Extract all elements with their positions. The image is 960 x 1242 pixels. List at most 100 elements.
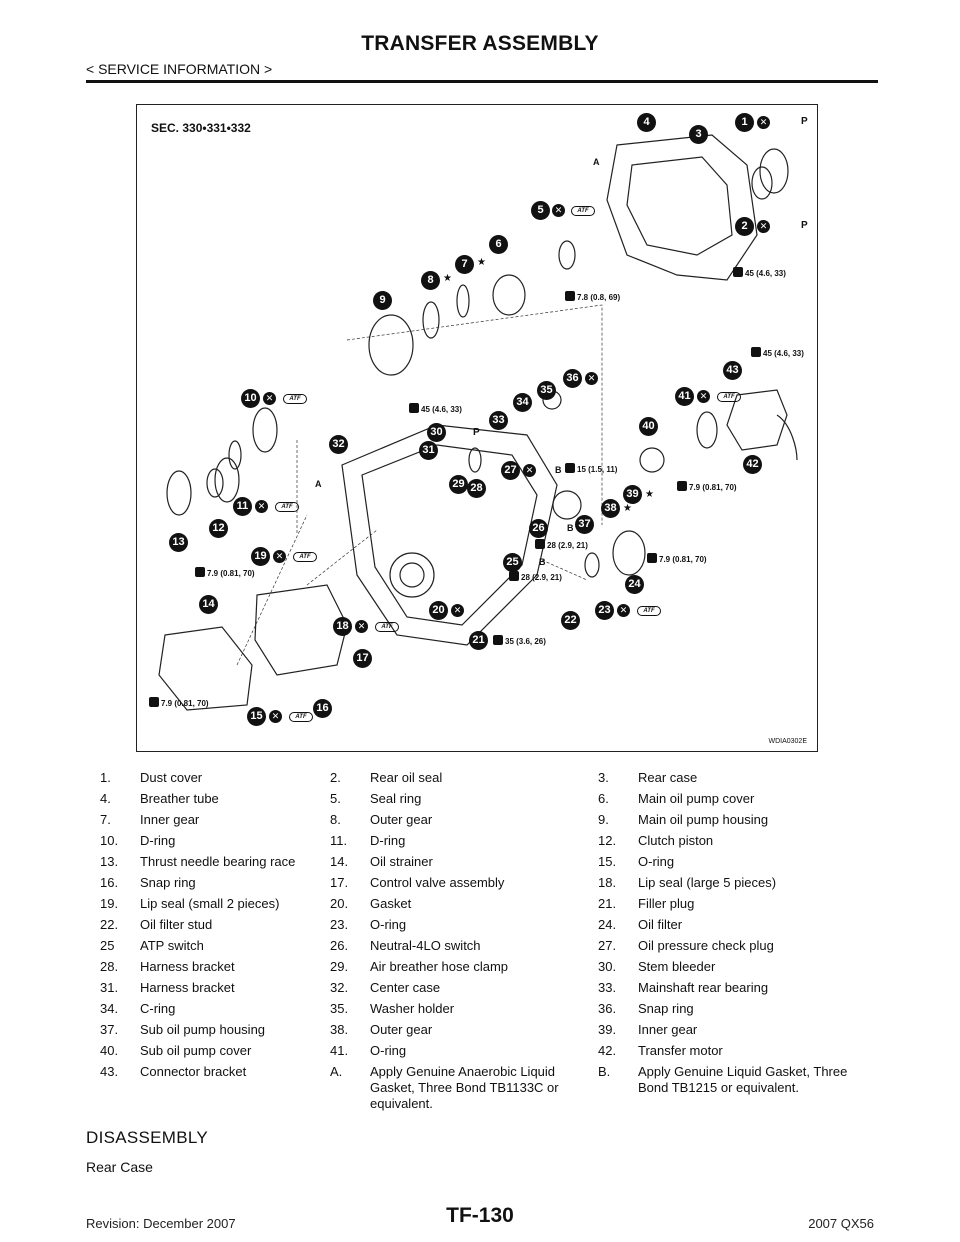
legend-item-number: 9. <box>598 812 609 827</box>
legend-item-number: 41. <box>330 1043 349 1058</box>
legend-item-number: 21. <box>598 896 617 911</box>
callout-21: 21 <box>469 631 488 650</box>
legend-item-number: 28. <box>100 959 119 974</box>
section-heading: DISASSEMBLY <box>86 1128 209 1147</box>
torque-wrench-icon <box>647 553 657 563</box>
legend-item: 6. Main oil pump cover <box>598 791 868 812</box>
callout-19: 19 <box>251 547 270 566</box>
legend-item-label: Snap ring <box>140 875 196 890</box>
legend-item-label: Gasket <box>370 896 412 911</box>
legend-item-label: D-ring <box>140 833 176 848</box>
legend-item-number: 37. <box>100 1022 119 1037</box>
callout-11: 11 <box>233 497 252 516</box>
torque-label: 7.8 (0.8, 69) <box>565 291 620 302</box>
atf-icon: ATF <box>375 622 399 632</box>
callout-40: 40 <box>639 417 658 436</box>
legend-item-number: 19. <box>100 896 119 911</box>
torque-wrench-icon <box>149 697 159 707</box>
legend-item: 20.Gasket <box>330 896 598 917</box>
callout-26: 26 <box>529 519 548 538</box>
legend-item-label: Sub oil pump cover <box>140 1043 252 1058</box>
exploded-view-figure: SEC. 330•331•332 1 2 3 4 5 6 7 8 9 10 11… <box>136 104 818 752</box>
legend-item-number: 31. <box>100 980 119 995</box>
callout-2: 2 <box>735 217 754 236</box>
legend-item-number: 6. <box>598 791 609 806</box>
callout-9: 9 <box>373 291 392 310</box>
legend-item-label: ATP switch <box>140 938 204 953</box>
legend-item-label: Air breather hose clamp <box>370 959 509 974</box>
legend-item: 39.Inner gear <box>598 1022 868 1043</box>
legend-item-number: 43. <box>100 1064 119 1079</box>
do-not-reuse-icon: ✕ <box>523 464 536 477</box>
torque-wrench-icon <box>677 481 687 491</box>
legend-item: 13.Thrust needle bearing race <box>86 854 330 875</box>
legend-item-label: Washer holder <box>370 1001 455 1016</box>
atf-icon: ATF <box>283 394 307 404</box>
legend-item-label: O-ring <box>370 917 407 932</box>
legend-item: 2.Rear oil seal <box>330 770 598 791</box>
do-not-reuse-icon: ✕ <box>757 220 770 233</box>
legend-item: 30.Stem bleeder <box>598 959 868 980</box>
legend-item: A.Apply Genuine Anaerobic Liquid Gasket,… <box>330 1064 598 1112</box>
legend-item-number: 40. <box>100 1043 119 1058</box>
legend-item: 43.Connector bracket <box>86 1064 330 1112</box>
page-title: TRANSFER ASSEMBLY <box>361 32 599 55</box>
callout-41: 41 <box>675 387 694 406</box>
legend-item-number: 3. <box>598 770 609 785</box>
torque-wrench-icon <box>751 347 761 357</box>
legend-item-label: Snap ring <box>638 1001 694 1016</box>
star-mark: ★ <box>477 257 486 268</box>
callout-18: 18 <box>333 617 352 636</box>
legend-item: 31.Harness bracket <box>86 980 330 1001</box>
legend-item-label: Lip seal (small 2 pieces) <box>140 896 280 911</box>
legend-item-number: 16. <box>100 875 119 890</box>
legend-item-number: 42. <box>598 1043 617 1058</box>
torque-label: 45 (4.6, 33) <box>409 403 462 414</box>
legend-item-number: 27. <box>598 938 617 953</box>
legend-item: 8.Outer gear <box>330 812 598 833</box>
torque-wrench-icon <box>565 463 575 473</box>
do-not-reuse-icon: ✕ <box>263 392 276 405</box>
control-valve-shape <box>254 584 348 676</box>
callout-12: 12 <box>209 519 228 538</box>
legend-item-number: 24. <box>598 917 617 932</box>
legend-item-label: Thrust needle bearing race <box>140 854 296 869</box>
legend-item-label: Lip seal (large 5 pieces) <box>638 875 777 890</box>
legend-item-label: C-ring <box>140 1001 176 1016</box>
callout-30: 30 <box>427 423 446 442</box>
legend-item-label: Clutch piston <box>638 833 714 848</box>
do-not-reuse-icon: ✕ <box>255 500 268 513</box>
legend-item: 42.Transfer motor <box>598 1043 868 1064</box>
callout-25: 25 <box>503 553 522 572</box>
legend-item: 35.Washer holder <box>330 1001 598 1022</box>
legend-item-label: Oil pressure check plug <box>638 938 774 953</box>
legend-item: 1.Dust cover <box>86 770 330 791</box>
legend-item-number: 15. <box>598 854 617 869</box>
do-not-reuse-icon: ✕ <box>697 390 710 403</box>
callout-32: 32 <box>329 435 348 454</box>
torque-label: 45 (4.6, 33) <box>733 267 786 278</box>
dust-cover-shape <box>759 148 789 194</box>
do-not-reuse-icon: ✕ <box>757 116 770 129</box>
callout-15: 15 <box>247 707 266 726</box>
callout-13: 13 <box>169 533 188 552</box>
legend-item: 18.Lip seal (large 5 pieces) <box>598 875 868 896</box>
callout-23: 23 <box>595 601 614 620</box>
legend-item-number: 33. <box>598 980 617 995</box>
callout-31: 31 <box>419 441 438 460</box>
sub-heading: Rear Case <box>86 1159 153 1175</box>
callout-1: 1 <box>735 113 754 132</box>
legend-item-number: 38. <box>330 1022 349 1037</box>
legend-item-label: Main oil pump cover <box>638 791 755 806</box>
legend-item-number: 14. <box>330 854 349 869</box>
legend-item-label: Oil strainer <box>370 854 433 869</box>
